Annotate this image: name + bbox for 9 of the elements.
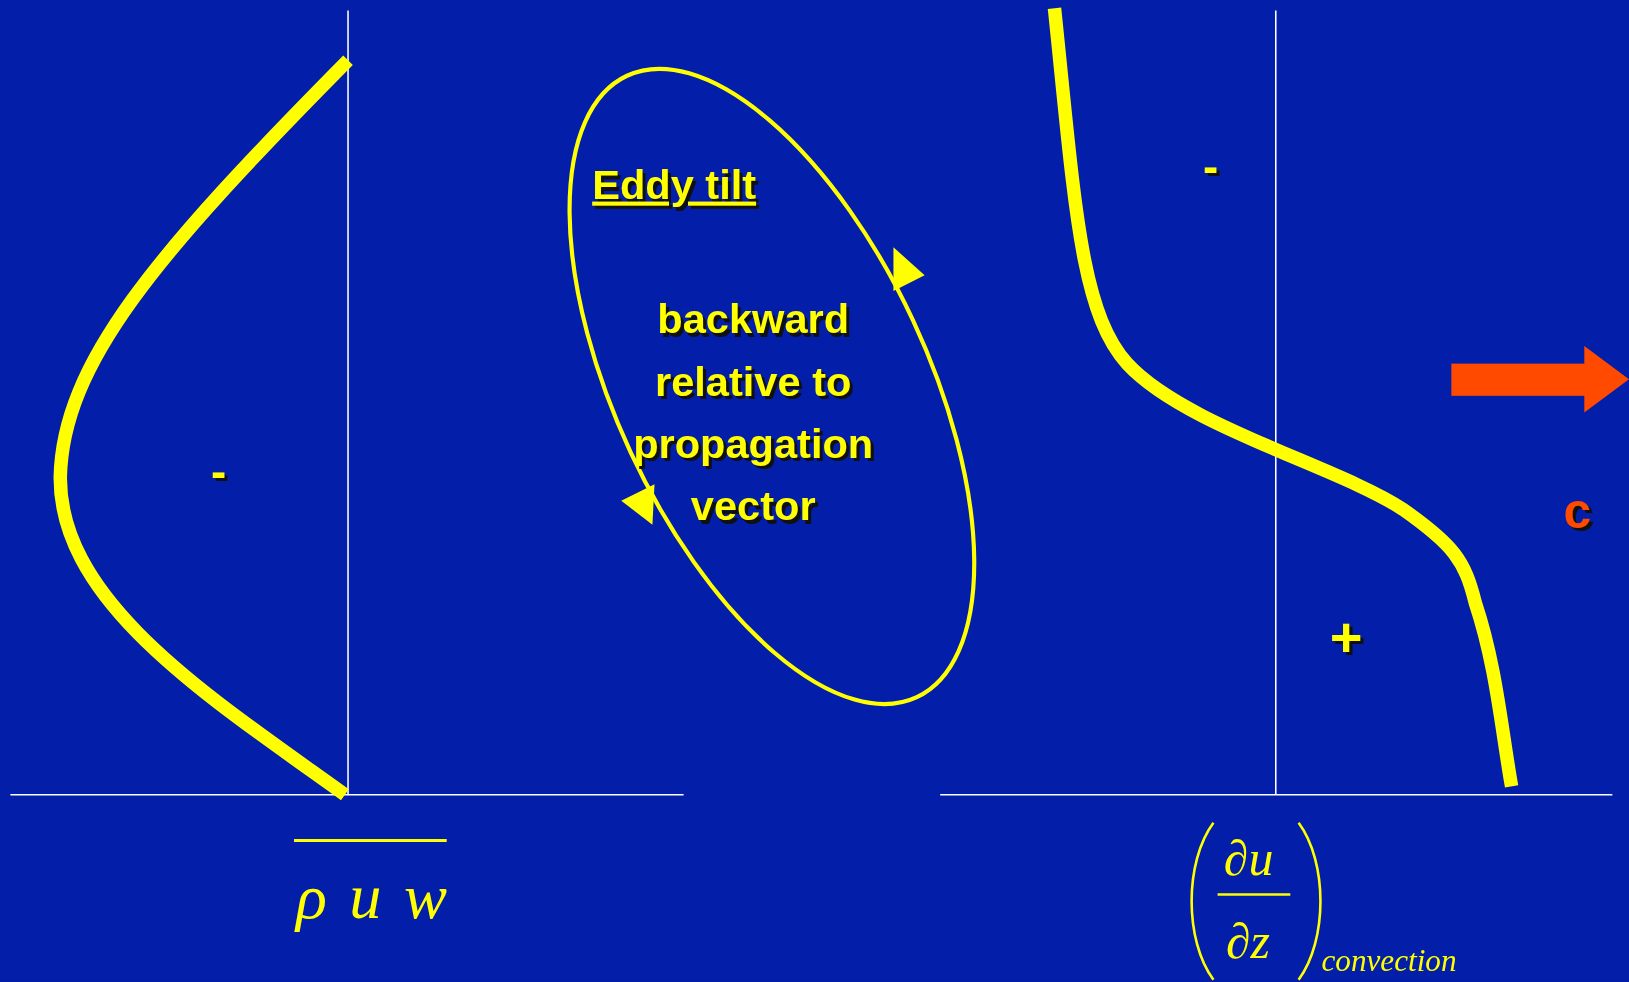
numerator: ∂u bbox=[1223, 833, 1274, 884]
minus-sign: - bbox=[210, 448, 227, 495]
plus-sign: + bbox=[1329, 607, 1363, 664]
heading: Eddy tilt bbox=[592, 164, 757, 206]
description-text: backward relative to propagation vector bbox=[632, 295, 875, 531]
phase-speed-label: c bbox=[1563, 486, 1592, 537]
minus-sign: - bbox=[1203, 143, 1219, 190]
denominator: ∂z bbox=[1225, 916, 1270, 967]
subscript: convection bbox=[1321, 945, 1457, 977]
